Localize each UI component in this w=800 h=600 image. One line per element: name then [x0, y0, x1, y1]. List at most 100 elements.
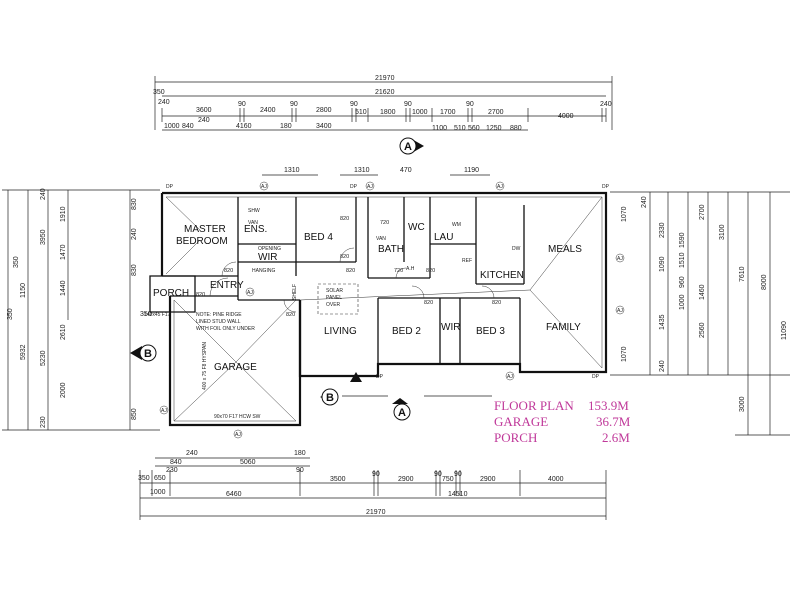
dim-right-2560: 2560	[699, 322, 706, 338]
summary-garage-label: GARAGE	[494, 414, 548, 429]
door-720-b: 720	[380, 220, 389, 226]
dim-left-1440: 1440	[60, 280, 67, 296]
dim-right-240a: 240	[641, 196, 648, 208]
aj-5: AJ	[617, 308, 623, 314]
dim-right-3000: 3000	[739, 396, 746, 412]
dim-top-240b: 240	[600, 101, 612, 108]
summary-porch-label: PORCH	[494, 430, 537, 445]
dim-left-2610: 2610	[60, 324, 67, 340]
door-720-a: 720	[394, 268, 403, 274]
dim-left-830a: 830	[131, 198, 138, 210]
dim-top-4160: 4160	[236, 123, 252, 130]
fixture-ah: A.H	[406, 266, 415, 272]
dim-top-4000: 4000	[558, 113, 574, 120]
note-shelf: SHELF	[292, 284, 298, 300]
note-pine-2: LINED STUD WALL	[196, 319, 241, 325]
dim-right-1070a: 1070	[621, 206, 628, 222]
dim-overall-top: 21970	[375, 75, 395, 82]
dim-top-510: 510	[355, 109, 367, 116]
dim-top-1250: 1250	[486, 125, 502, 132]
door-820-a: 820	[224, 268, 233, 274]
dim-left-350b: 350	[7, 308, 14, 320]
aj-9: AJ	[247, 290, 253, 296]
door-820-d: 820	[346, 268, 355, 274]
aj-3: AJ	[497, 184, 503, 190]
dim-bot-4000: 4000	[548, 476, 564, 483]
dim-bot-6460: 6460	[226, 491, 242, 498]
fixture-dw: DW	[512, 246, 521, 252]
dim-top-880: 880	[510, 125, 522, 132]
dim-bot-overall: 21970	[366, 509, 386, 516]
section-marker-a-bottom: A	[392, 398, 411, 421]
room-master-line1: MASTER	[184, 224, 226, 235]
dim-right-2700: 2700	[699, 204, 706, 220]
dim-bot-1000: 1000	[150, 489, 166, 496]
dim-right-240b: 240	[659, 360, 666, 372]
dim-right-960: 960	[679, 276, 686, 288]
room-bath: BATH	[378, 244, 404, 255]
note-solar-3: OVER	[326, 302, 341, 308]
dim-above-1190: 1190	[464, 167, 479, 174]
door-820-b: 820	[340, 216, 349, 222]
dim-top-2700: 2700	[488, 109, 504, 116]
dim-bot-3500: 3500	[330, 476, 346, 483]
dp-4: DP	[376, 374, 384, 380]
section-a-label-top: A	[404, 141, 412, 153]
dim-right-3100: 3100	[719, 224, 726, 240]
dp-3: DP	[602, 184, 610, 190]
dim-bot-90d: 90	[454, 471, 462, 478]
dim-top-3600: 3600	[196, 107, 212, 114]
room-labels: MASTER BEDROOM ENS. WIR BED 4 BATH WC LA…	[153, 222, 582, 373]
dim-bot-2900b: 2900	[480, 476, 496, 483]
section-b-label-right: B	[326, 392, 334, 404]
dim-bot-14510: 14510	[448, 491, 468, 498]
dim-left-350a: 350	[13, 256, 20, 268]
dim-right-8000: 8000	[761, 274, 768, 290]
dim-right-1070b: 1070	[621, 346, 628, 362]
room-kitchen: KITCHEN	[480, 270, 524, 281]
dim-above-1310a: 1310	[284, 167, 300, 174]
summary-porch-value: 2.6M	[602, 430, 630, 445]
room-bed2: BED 2	[392, 326, 421, 337]
dim-top-2400: 2400	[260, 107, 276, 114]
dim-top-1700: 1700	[440, 109, 456, 116]
dim-top-240: 240	[158, 99, 170, 106]
dim-top-90e: 90	[466, 101, 474, 108]
right-dimension-lines: 240 1070 2330 2700 3100 1590 1090 1510 9…	[610, 191, 790, 436]
room-ens: ENS.	[244, 224, 267, 235]
room-master-line2: BEDROOM	[176, 236, 228, 247]
aj-2: AJ	[367, 184, 373, 190]
dim-top-90c: 90	[350, 101, 358, 108]
dim-top-1800: 1800	[380, 109, 396, 116]
dim-bot-240: 240	[186, 450, 198, 457]
dp-2: DP	[350, 184, 358, 190]
dim-left-350c: 350	[140, 311, 152, 318]
door-820-f: 820	[286, 312, 295, 318]
dim-left-1150: 1150	[20, 283, 27, 298]
dim-right-1000: 1000	[679, 294, 686, 310]
dim-left-850: 850	[131, 408, 138, 420]
dim-overall2-top: 21620	[375, 89, 395, 96]
dim-bot-750: 750	[442, 476, 454, 483]
dim-bot-90b: 90	[372, 471, 380, 478]
dim-left-5230: 5230	[40, 350, 47, 366]
section-marker-b-left: B	[130, 344, 157, 362]
dim-left-5932: 5932	[20, 344, 27, 360]
dim-top-3400: 3400	[316, 123, 332, 130]
room-wir-master: WIR	[258, 252, 277, 263]
bottom-dimension-lines: 240 180 840 230 5060 90 350 650 3500 90 …	[138, 450, 607, 520]
section-marker-a-top: A	[399, 137, 424, 155]
summary-garage-value: 36.7M	[596, 414, 631, 429]
dim-right-1435: 1435	[659, 314, 666, 330]
aj-8: AJ	[161, 408, 167, 414]
door-820-h: 820	[424, 300, 433, 306]
note-solar-1: SOLAR	[326, 288, 343, 294]
fixture-van-bath: VAN	[376, 236, 386, 242]
dim-top-90b: 90	[290, 101, 298, 108]
note-opening: OPENING	[258, 246, 281, 252]
dim-right-1590: 1590	[679, 232, 686, 248]
room-garage: GARAGE	[214, 362, 257, 373]
dim-right-1090: 1090	[659, 256, 666, 272]
